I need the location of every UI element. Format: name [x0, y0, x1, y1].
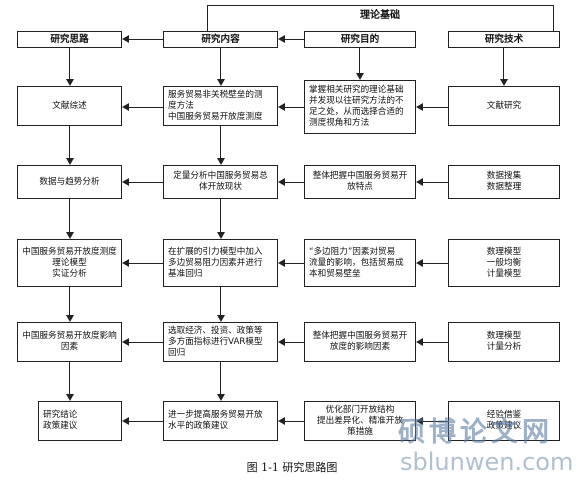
figure-caption: 图 1-1 研究思路图: [246, 461, 338, 474]
arrow-v-col1-1: [66, 79, 74, 86]
connector-v-col4-top: [503, 48, 504, 79]
arrow-v-col2-5: [217, 394, 225, 401]
connector-v-col2-5: [220, 362, 221, 394]
connector-h-col3-col2-4: [285, 342, 304, 343]
approach-box-2: 数据与趋势分析: [17, 165, 122, 199]
connector-h-col4-col3-1: [423, 107, 448, 108]
connector-h-col4-col3-3: [423, 263, 448, 264]
header-research-approach: 研究思路: [17, 31, 122, 48]
connector-v-col1-1: [69, 48, 70, 79]
arrow-h-col3-col2-2: [278, 178, 285, 186]
connector-v-col1-5: [69, 362, 70, 394]
content-box-4: 选取经济、投资、政策等 多方面指标进行VAR模型 回归: [163, 322, 278, 362]
content-box-5: 进一步提高服务贸易开放 水平的政策建议: [163, 401, 278, 441]
content-box-2: 定量分析中国服务贸易总 体开放现状: [163, 165, 278, 199]
arrow-v-col1-3: [66, 232, 74, 239]
arrow-v-col3-top: [356, 73, 364, 80]
technique-box-3: 数理模型 一般均衡 计量模型: [448, 239, 560, 287]
arrow-v-col2-3: [217, 232, 225, 239]
purpose-box-2: 整体把握中国服务贸易开 放特点: [304, 165, 416, 199]
connector-h-col4-col3-5: [423, 421, 448, 422]
connector-v-col2-4: [220, 287, 221, 315]
header-research-content: 研究内容: [163, 31, 278, 48]
connector-v-col2-3: [220, 199, 221, 232]
arrow-h-col2-col1-1: [122, 103, 129, 111]
connector-h-col2-col1-1: [129, 107, 163, 108]
connector-h-col3-col2-3: [285, 263, 304, 264]
arrow-v-col4-top: [500, 79, 508, 86]
purpose-box-5: 优化部门开放结构 提出差异化、精准开放 策措施: [304, 401, 416, 441]
arrow-v-col1-5: [66, 394, 74, 401]
approach-box-1: 文献综述: [17, 86, 122, 126]
arrow-h-col2-col1-0: [122, 35, 129, 43]
arrow-h-col3-col2-1: [278, 103, 285, 111]
technique-box-4: 数理模型 计量分析: [448, 322, 560, 362]
arrow-h-col2-col1-4: [122, 338, 129, 346]
arrow-h-col3-col2-5: [278, 417, 285, 425]
arrow-v-col2-4: [217, 315, 225, 322]
purpose-box-4: 整体把握中国服务贸易开 放度的影响因素: [304, 322, 416, 362]
arrow-h-col4-col3-4: [416, 338, 423, 346]
connector-h-col3-col2-5: [285, 421, 304, 422]
arrow-h-col3-col2-4: [278, 338, 285, 346]
connector-v-col1-2: [69, 126, 70, 158]
approach-box-4: 中国服务贸易开放度影响 因素: [17, 322, 122, 362]
technique-box-1: 文献研究: [448, 86, 560, 126]
connector-v-col2-1: [220, 48, 221, 79]
top-bracket-bar: [207, 5, 553, 6]
content-box-1: 服务贸易非关税壁垒的测 度方法 中国服务贸易开放度测度: [163, 86, 278, 126]
connector-v-col3-top: [359, 48, 360, 73]
arrow-h-col4-col3-1: [416, 103, 423, 111]
purpose-box-3: “多边阻力”因素对贸易 流量的影响，包括贸易成 本和贸易壁垒: [304, 239, 416, 287]
connector-h-col2-col1-0: [129, 39, 163, 40]
connector-h-col3-col2-2: [285, 182, 304, 183]
header-research-technique: 研究技术: [448, 31, 560, 48]
connector-h-col2-col1-3: [129, 263, 163, 264]
approach-box-3: 中国服务贸易开放度测度 理论模型 实证分析: [17, 239, 122, 287]
connector-v-col1-3: [69, 199, 70, 232]
technique-box-5: 经验借鉴 政策建议: [448, 401, 560, 441]
connector-v-col1-4: [69, 287, 70, 315]
arrow-v-col1-2: [66, 158, 74, 165]
connector-h-col4-col3-4: [423, 342, 448, 343]
arrow-h-col2-col1-2: [122, 178, 129, 186]
purpose-box-1: 掌握相关研究的理论基础 并发现以往研究方法的不 足之处，从而选择合适的 测度视角…: [304, 80, 416, 134]
arrow-v-col1-4: [66, 315, 74, 322]
header-research-purpose: 研究目的: [304, 31, 416, 48]
connector-h-col2-col1-2: [129, 182, 163, 183]
arrow-v-col2-1: [217, 79, 225, 86]
top-bracket-right: [553, 5, 554, 31]
arrow-v-col2-2: [217, 158, 225, 165]
connector-h-col2-col1-4: [129, 342, 163, 343]
connector-h-col3-col2-1: [285, 107, 304, 108]
connector-h-col3-col2-0: [285, 39, 304, 40]
content-box-3: 在扩展的引力模型中加入 多边贸易阻力因素并进行 基准回归: [163, 239, 278, 287]
arrow-h-col2-col1-5: [122, 417, 129, 425]
technique-box-2: 数据搜集 数据整理: [448, 165, 560, 199]
theory-basis-label: 理论基础: [360, 10, 400, 21]
connector-h-col4-col3-2: [423, 182, 448, 183]
arrow-h-col4-col3-5: [416, 417, 423, 425]
connector-h-col2-col1-5: [129, 421, 163, 422]
top-bracket-left: [207, 5, 208, 31]
arrow-h-col2-col1-3: [122, 259, 129, 267]
arrow-h-col3-col2-0: [278, 35, 285, 43]
arrow-h-col4-col3-2: [416, 178, 423, 186]
arrow-h-col4-col3-3: [416, 259, 423, 267]
approach-box-5: 研究结论 政策建议: [38, 401, 122, 441]
arrow-h-col3-col2-3: [278, 259, 285, 267]
connector-v-col2-2: [220, 126, 221, 158]
